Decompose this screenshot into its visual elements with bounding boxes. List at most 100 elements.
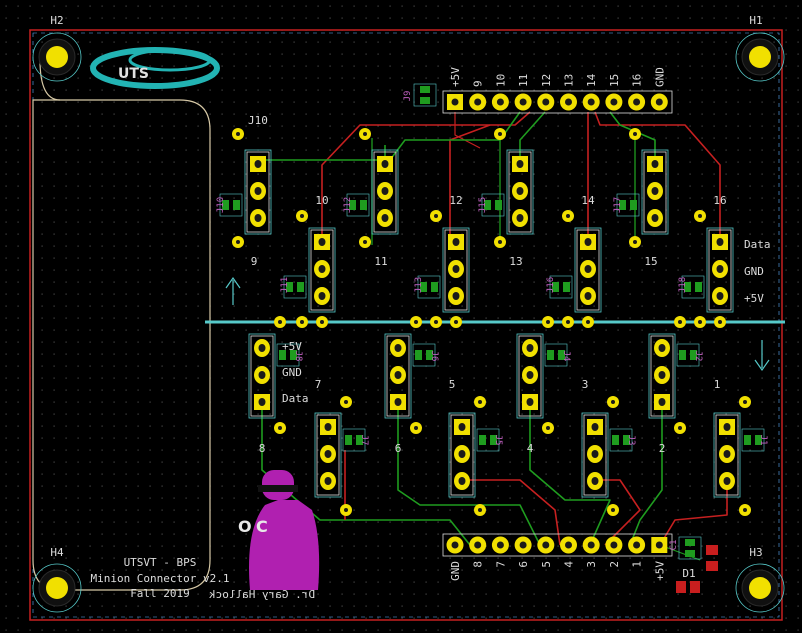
courtyard (448, 412, 476, 498)
header-pin-label: GND (653, 67, 666, 87)
smd-pad (690, 581, 700, 593)
smd-pad (222, 200, 229, 210)
connector-number-label: 11 (374, 255, 387, 268)
connector-number-label: 1 (714, 378, 721, 391)
drill-hole (496, 98, 504, 106)
courtyard (308, 227, 336, 313)
header-pin-label: +5V (653, 561, 666, 581)
hole-courtyard (735, 563, 785, 613)
trace (462, 479, 561, 546)
silk-outline (518, 335, 542, 417)
silk-outline (444, 229, 468, 311)
drill-hole (610, 541, 618, 549)
smd-capacitor (681, 275, 705, 299)
silk-outline (508, 151, 532, 233)
via-drill (611, 400, 615, 404)
via-drill (363, 132, 367, 136)
trace (261, 400, 471, 546)
signal-label-bottom: +5V (282, 340, 302, 353)
connector-ref-label: J7 (359, 435, 369, 446)
via-drill (478, 508, 482, 512)
smd-pad (420, 282, 427, 292)
drill-hole (254, 187, 262, 195)
connector-j4 (516, 333, 544, 419)
via-drill (633, 240, 637, 244)
smd-pad (426, 350, 433, 360)
drill-hole (716, 265, 724, 273)
smd-pad (490, 435, 497, 445)
smd-capacitor (678, 536, 702, 560)
via-drill (678, 320, 682, 324)
smd-courtyard (283, 275, 307, 299)
board-title: UTSVT - BPS (124, 556, 197, 569)
courtyard (314, 412, 342, 498)
courtyard (648, 333, 676, 419)
smd-pad (420, 97, 430, 104)
smd-capacitor (616, 193, 640, 217)
drill-hole (723, 423, 731, 431)
via-drill (546, 320, 550, 324)
connector-ref-label: J3 (626, 435, 636, 446)
silk-outline (583, 414, 607, 496)
courtyard (384, 333, 412, 419)
via-drill (743, 400, 747, 404)
drill-hole (519, 98, 527, 106)
bottom-pin-header (442, 533, 673, 557)
connector-j17 (641, 149, 669, 235)
silk-outline (373, 151, 397, 233)
header-pin-label: 6 (517, 561, 530, 568)
smd-pad (431, 282, 438, 292)
silk-outline (450, 414, 474, 496)
signal-label-bottom: Data (282, 392, 309, 405)
smd-capacitor (609, 428, 633, 452)
drill-hole (474, 541, 482, 549)
connector-ref-label: J15 (478, 197, 488, 213)
connector-j3 (581, 412, 609, 498)
logo-text: UTS (118, 66, 149, 82)
up-arrow-icon (225, 276, 241, 305)
courtyard (371, 149, 399, 235)
smd-courtyard (276, 343, 300, 367)
trace (595, 479, 641, 546)
connector-ref-label: J1 (758, 435, 768, 446)
portrait-graphic: O C (238, 470, 320, 590)
connector-ref-label: J4 (561, 351, 571, 362)
connector-number-label: 16 (713, 194, 726, 207)
smd-pad (479, 435, 486, 445)
led-d1 (676, 545, 718, 593)
drill-hole (324, 450, 332, 458)
smd-pad (690, 350, 697, 360)
connector-number-label: 10 (315, 194, 328, 207)
drill-hole (651, 187, 659, 195)
signal-label-bottom: GND (282, 366, 302, 379)
connector-number-label: 9 (251, 255, 258, 268)
connector-number-label: 13 (509, 255, 522, 268)
drill-hole (716, 238, 724, 246)
drill-hole (542, 541, 550, 549)
smd-pad (286, 282, 293, 292)
silk-outline (643, 151, 667, 233)
courtyard (713, 412, 741, 498)
header-pin-label: 4 (563, 561, 576, 568)
connector-j8 (248, 333, 276, 419)
header-outline (442, 533, 673, 557)
led-ref: D1 (682, 567, 695, 580)
drill-hole (526, 371, 534, 379)
smd-pad (552, 282, 559, 292)
silk-outline (246, 151, 270, 233)
connector-number-label: 7 (315, 378, 322, 391)
drill-hole (591, 450, 599, 458)
header-pin-label: 12 (540, 74, 553, 87)
smd-pad (279, 350, 286, 360)
via-drill (743, 508, 747, 512)
via-drill (566, 320, 570, 324)
smd-capacitor (342, 428, 366, 452)
silk-outline (576, 229, 600, 311)
drill-hole (565, 541, 572, 549)
courtyard (506, 149, 534, 235)
hole-courtyard (735, 32, 785, 82)
header-pin-label: 8 (472, 561, 485, 568)
trace (629, 405, 663, 546)
drill-hole (542, 98, 550, 106)
